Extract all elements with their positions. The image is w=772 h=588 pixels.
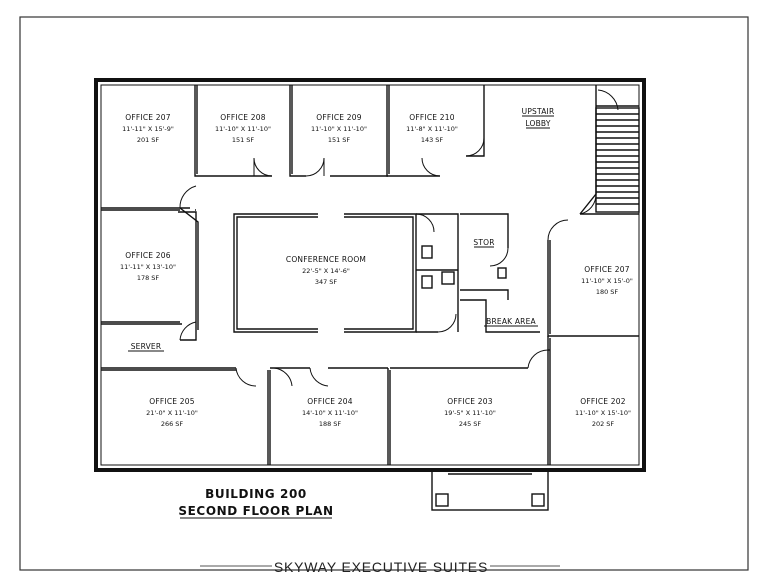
- footer-company-name: SKYWAY EXECUTIVE SUITES: [274, 559, 488, 575]
- room-name: SERVER: [131, 342, 162, 351]
- room-office-202: OFFICE 202 11'-10" X 15'-10" 202 SF: [575, 397, 631, 428]
- east-offices-walls: [547, 85, 639, 337]
- room-name: CONFERENCE ROOM: [286, 255, 366, 264]
- room-break-area: BREAK AREA: [484, 317, 538, 327]
- room-upstair-lobby: UPSTAIR LOBBY: [522, 107, 555, 129]
- room-office-207-nw: OFFICE 207 11'-11" X 15'-9" 201 SF: [122, 113, 174, 144]
- room-dimensions: 21'-0" X 11'-10": [146, 409, 198, 417]
- room-name: OFFICE 207: [125, 113, 170, 122]
- stairs: [595, 107, 640, 213]
- room-dimensions: 11'-11" X 15'-9": [122, 125, 174, 133]
- room-name: OFFICE 202: [580, 397, 625, 406]
- room-office-208: OFFICE 208 11'-10" X 11'-10" 151 SF: [215, 113, 271, 144]
- room-stor: STOR: [473, 238, 494, 248]
- conference-room-walls: [233, 213, 417, 333]
- plan-title-line-2: SECOND FLOOR PLAN: [178, 504, 333, 518]
- room-dimensions: 11'-8" X 11'-10": [406, 125, 458, 133]
- room-conference: CONFERENCE ROOM 22'-5" X 14'-6" 347 SF: [286, 255, 366, 286]
- plan-title: BUILDING 200 SECOND FLOOR PLAN: [178, 487, 333, 519]
- room-name: OFFICE 209: [316, 113, 361, 122]
- room-area: 188 SF: [319, 420, 342, 428]
- room-dimensions: 22'-5" X 14'-6": [302, 267, 350, 275]
- sink-fixture: [441, 271, 455, 285]
- room-area: 347 SF: [315, 278, 338, 286]
- room-area: 180 SF: [596, 288, 619, 296]
- north-offices-walls: [101, 85, 485, 211]
- room-office-206: OFFICE 206 11'-11" X 13'-10" 178 SF: [120, 251, 176, 282]
- room-name: BREAK AREA: [486, 317, 536, 326]
- toilet-fixture: [421, 245, 433, 259]
- room-office-207-east: OFFICE 207 11'-10" X 15'-0" 180 SF: [581, 265, 633, 296]
- room-name: OFFICE 203: [447, 397, 492, 406]
- room-name: OFFICE 206: [125, 251, 170, 260]
- west-offices-walls: [101, 207, 236, 371]
- room-name: OFFICE 210: [409, 113, 454, 122]
- room-dimensions: 11'-10" X 11'-10": [311, 125, 367, 133]
- room-area: 202 SF: [592, 420, 615, 428]
- room-office-204: OFFICE 204 14'-10" X 11'-10" 188 SF: [302, 397, 358, 428]
- room-name: OFFICE 207: [584, 265, 629, 274]
- room-name: UPSTAIR: [522, 107, 555, 116]
- south-offices-walls: [267, 336, 551, 465]
- room-area: 245 SF: [459, 420, 482, 428]
- room-name: OFFICE 208: [220, 113, 265, 122]
- room-name: OFFICE 205: [149, 397, 194, 406]
- service-core-walls: [415, 213, 540, 333]
- room-area: 178 SF: [137, 274, 160, 282]
- room-dimensions: 11'-11" X 13'-10": [120, 263, 176, 271]
- room-dimensions: 11'-10" X 11'-10": [215, 125, 271, 133]
- room-office-205: OFFICE 205 21'-0" X 11'-10" 266 SF: [146, 397, 198, 428]
- room-name: OFFICE 204: [307, 397, 352, 406]
- room-dimensions: 19'-5" X 11'-10": [444, 409, 496, 417]
- room-dimensions: 11'-10" X 15'-10": [575, 409, 631, 417]
- entry-porch: [431, 469, 549, 511]
- plan-title-line-1: BUILDING 200: [205, 487, 307, 501]
- room-area: 266 SF: [161, 420, 184, 428]
- room-office-210: OFFICE 210 11'-8" X 11'-10" 143 SF: [406, 113, 458, 144]
- room-dimensions: 14'-10" X 11'-10": [302, 409, 358, 417]
- toilet-fixture: [421, 275, 433, 289]
- room-area: 143 SF: [421, 136, 444, 144]
- room-area: 201 SF: [137, 136, 160, 144]
- sheet-border: [19, 16, 749, 571]
- room-name: STOR: [473, 238, 494, 247]
- room-area: 151 SF: [328, 136, 351, 144]
- room-dimensions: 11'-10" X 15'-0": [581, 277, 633, 285]
- door-swings: [179, 89, 619, 387]
- room-server: SERVER: [128, 342, 164, 352]
- room-office-203: OFFICE 203 19'-5" X 11'-10" 245 SF: [444, 397, 496, 428]
- room-area: 151 SF: [232, 136, 255, 144]
- sink-fixture: [497, 267, 507, 279]
- building-outline: [94, 78, 646, 472]
- room-name: LOBBY: [525, 119, 550, 128]
- room-office-209: OFFICE 209 11'-10" X 11'-10" 151 SF: [311, 113, 367, 144]
